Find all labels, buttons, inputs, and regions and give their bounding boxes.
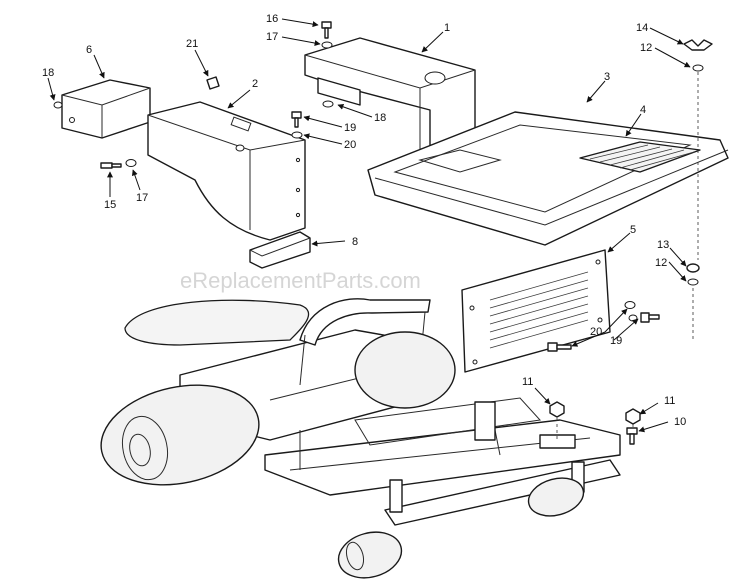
part-4-grille xyxy=(418,141,701,173)
washer-18-left xyxy=(53,101,63,109)
callout-19-upper: 19 xyxy=(344,122,356,134)
callout-15: 15 xyxy=(104,199,116,211)
washer-20-lower xyxy=(624,301,636,309)
washer-12-top xyxy=(692,64,704,72)
callout-20-lower: 20 xyxy=(590,326,602,338)
callout-18-right: 18 xyxy=(374,112,386,124)
washer-17-lower xyxy=(125,159,137,167)
callout-20-upper: 20 xyxy=(344,139,356,151)
callout-19-lower: 19 xyxy=(610,335,622,347)
bolt-19-upper xyxy=(291,111,302,128)
callout-5: 5 xyxy=(630,224,636,236)
front-caster-wheel-right xyxy=(527,477,585,517)
alignment-lines xyxy=(556,72,699,440)
front-caster-wheel-left xyxy=(337,531,403,579)
callout-14: 14 xyxy=(636,22,648,34)
callout-10: 10 xyxy=(674,416,686,428)
callout-3: 3 xyxy=(604,71,610,83)
clip-21 xyxy=(206,76,220,90)
leader-lines xyxy=(47,18,691,433)
rear-drive-wheel-right xyxy=(354,331,456,409)
washer-20-upper xyxy=(291,131,303,139)
callout-8: 8 xyxy=(352,236,358,248)
callout-11-right: 11 xyxy=(664,395,675,407)
callout-11-left: 11 xyxy=(522,376,533,388)
wing-nut-14 xyxy=(683,39,713,51)
callout-16: 16 xyxy=(266,13,278,25)
bolt-panel-lower xyxy=(547,342,572,352)
part-2-side-panel xyxy=(147,101,306,241)
grille-lines xyxy=(589,144,695,171)
callout-6: 6 xyxy=(86,44,92,56)
callout-labels: 6 18 21 2 16 17 1 18 19 20 3 4 14 12 15 … xyxy=(42,13,686,428)
part-3-hood xyxy=(367,111,729,246)
callout-2: 2 xyxy=(252,78,258,90)
callout-13: 13 xyxy=(657,239,669,251)
nut-13 xyxy=(686,263,700,273)
bolt-10 xyxy=(626,427,638,445)
part-5-vented-panel xyxy=(461,249,611,373)
callout-12-right: 12 xyxy=(655,257,667,269)
part-6-bracket xyxy=(61,79,151,139)
part-1-rear-cover xyxy=(304,37,476,179)
callout-21: 21 xyxy=(186,38,198,50)
nut-11-left xyxy=(549,401,565,418)
watermark: eReplacementParts.com xyxy=(180,268,421,293)
bolt-16 xyxy=(321,21,332,39)
hardware xyxy=(53,21,713,445)
callout-18-left: 18 xyxy=(42,67,54,79)
vent-slots xyxy=(489,271,589,349)
callout-12-top: 12 xyxy=(640,42,652,54)
callout-17-lower: 17 xyxy=(136,192,148,204)
washer-17-top xyxy=(321,41,333,49)
nut-11-right xyxy=(625,408,641,425)
callout-4: 4 xyxy=(640,104,646,116)
callout-17-top: 17 xyxy=(266,31,278,43)
bolt-19-lower xyxy=(640,312,660,323)
part-8-bracket xyxy=(249,231,311,269)
rear-drive-wheel xyxy=(100,384,260,486)
washer-12-right xyxy=(687,278,699,286)
bolt-15 xyxy=(100,162,122,169)
washer-18-right xyxy=(322,100,334,108)
callout-1: 1 xyxy=(444,22,450,34)
